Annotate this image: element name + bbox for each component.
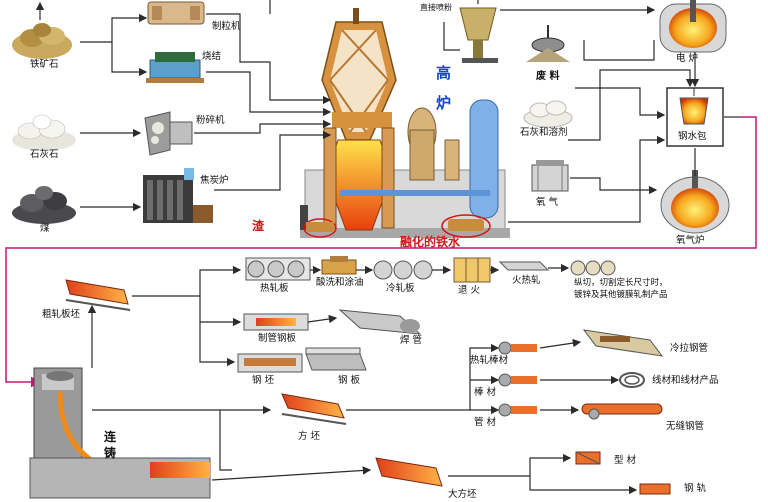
label-limestone: 石灰石 (30, 149, 59, 160)
label-molten-iron: 融化的铁水 (400, 235, 461, 249)
rough-slab-roller (65, 279, 131, 311)
wire-coil (619, 372, 645, 388)
label-cold-rolled-sheet: 冷轧板 (386, 283, 415, 294)
pickling-unit (321, 256, 357, 275)
label-steel-plate: 钢 板 (338, 375, 361, 386)
label-continuous-casting: 连 铸 (104, 430, 117, 460)
label-sinter: 烧结 (202, 51, 222, 62)
upper-flow-arrows (35, 0, 740, 223)
cold-drawn-tube-machine (582, 329, 664, 357)
label-square-billet: 方 坯 (298, 431, 321, 442)
rail-product (639, 483, 671, 495)
electric-furnace (659, 0, 727, 53)
cold-rolled-coils (373, 260, 433, 280)
label-coke-oven: 焦炭炉 (200, 175, 229, 186)
label-seamless-tube: 无缝钢管 (666, 421, 705, 432)
oxygen-tank (531, 160, 569, 192)
label-rail: 钢 轨 (684, 483, 707, 494)
temper-mill (498, 261, 550, 271)
label-wire-products: 线材和线材产品 (652, 375, 719, 386)
square-billet-bar (281, 393, 347, 425)
label-pipe-sheet: 制管钢板 (258, 333, 297, 344)
label-welded-pipe: 焊 管 (400, 335, 423, 346)
bar-mills (498, 341, 537, 417)
scrap-magnet (526, 25, 570, 62)
continuous-caster (29, 367, 211, 499)
label-blast-furnace-2: 炉 (436, 94, 452, 112)
label-annealing: 退 火 (458, 285, 481, 296)
label-large-billet: 大方坯 (448, 489, 477, 500)
label-finishing-note-2: 镀锌及其他镀膜轧制产品 (574, 290, 668, 300)
large-billet-bar (375, 457, 443, 487)
label-slag: 渣 (252, 219, 265, 233)
section-steel (575, 451, 601, 465)
pelletizer-machine (147, 1, 205, 25)
label-hot-rolled-sheet: 热轧板 (260, 283, 289, 294)
coke-oven (143, 168, 213, 223)
billet-roller (237, 353, 303, 373)
ladle-to-caster-line (5, 116, 757, 388)
label-direct-injection: 直接喷粉 (420, 3, 452, 12)
label-cold-drawn-tube: 冷拉钢管 (670, 343, 709, 354)
annealing-furnace (453, 257, 491, 283)
crusher-machine (144, 111, 193, 156)
label-rough-slab: 粗轧板坯 (42, 309, 81, 320)
label-billet: 钢 坯 (252, 375, 275, 386)
lower-flow-arrows (87, 263, 638, 495)
steel-plate-stack (305, 347, 367, 371)
label-tube-stock: 管 材 (474, 417, 497, 428)
steel-ladle (666, 87, 724, 147)
label-oxygen-furnace: 氧气炉 (676, 235, 705, 246)
label-section-steel: 型 材 (614, 455, 637, 466)
limestone-pile (12, 114, 76, 151)
blast-furnace (300, 8, 510, 238)
hot-rolled-coils (245, 257, 311, 281)
label-bar: 棒 材 (474, 387, 497, 398)
coal-pile (12, 186, 76, 224)
label-blast-furnace-1: 高 (436, 64, 452, 82)
label-hot-rolled-bar: 热轧棒材 (470, 355, 509, 366)
iron-ore-pile (12, 23, 72, 59)
finished-coils (570, 260, 616, 276)
label-ladle: 钢水包 (678, 131, 707, 142)
label-crusher: 粉碎机 (196, 115, 225, 126)
welded-pipe-machine (338, 309, 422, 335)
sinter-machine (146, 52, 204, 83)
label-pelletizer: 制粒机 (212, 21, 241, 32)
injection-hopper (459, 7, 498, 63)
label-oxygen: 氧 气 (536, 197, 559, 208)
label-finishing-note-1: 纵切，切割定长尺寸时， (574, 278, 668, 288)
oxygen-furnace (660, 170, 730, 234)
label-lime-flux: 石灰和溶剂 (520, 127, 568, 138)
label-pickling-coating: 酸洗和涂油 (316, 277, 364, 288)
pipe-sheet-mill (243, 313, 309, 331)
label-scrap: 废 料 (536, 71, 560, 82)
label-electric-furnace: 电 炉 (676, 53, 699, 64)
seamless-tube (581, 403, 663, 420)
label-coal: 煤 (40, 223, 50, 234)
label-iron-ore: 铁矿石 (30, 59, 59, 70)
label-hot-rolling: 火热轧 (512, 275, 541, 286)
lime-pile (523, 100, 573, 128)
